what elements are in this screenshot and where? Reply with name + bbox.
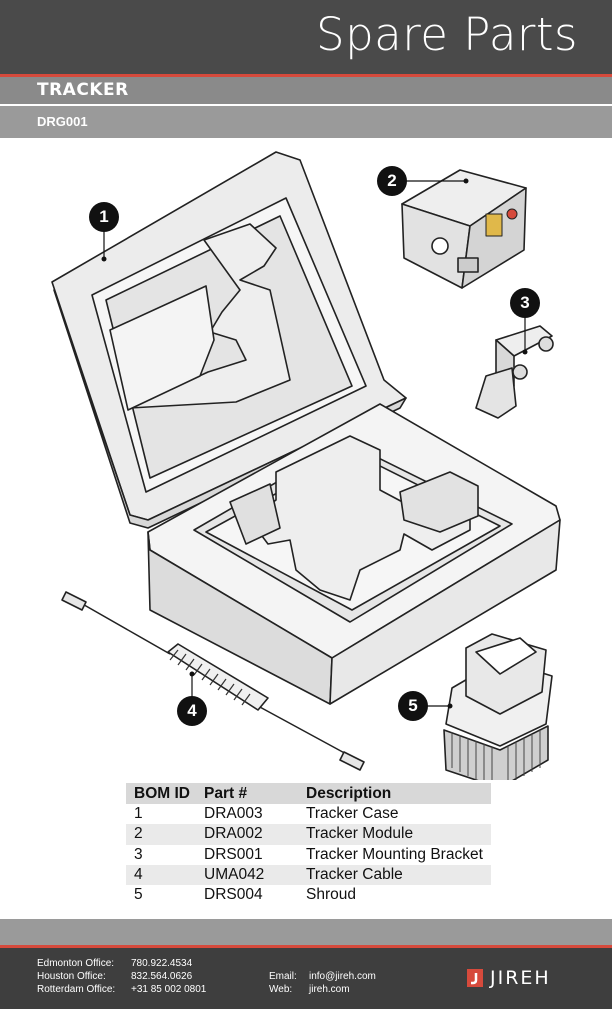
- bom-header-part: Part #: [196, 783, 298, 804]
- part-number-cell: UMA042: [196, 864, 298, 886]
- office-phone[interactable]: +31 85 002 0801: [131, 984, 207, 995]
- callout-4: 4: [177, 696, 207, 726]
- bom-header-description: Description: [298, 783, 491, 804]
- tracker-cable: [61, 591, 365, 771]
- bom-header-row: BOM ID Part # Description: [126, 783, 491, 804]
- jireh-logo: JIREH: [466, 967, 551, 989]
- table-row: 4 UMA042 Tracker Cable: [126, 864, 491, 886]
- footer-band: [0, 919, 612, 945]
- office-phone[interactable]: 780.922.4534: [131, 958, 193, 969]
- callout-1: 1: [89, 202, 119, 232]
- parts-drawing: [51, 151, 561, 780]
- product-name-band: TRACKER: [0, 77, 612, 104]
- office-houston: Houston Office: 832.564.0626: [37, 970, 192, 983]
- table-row: 1 DRA003 Tracker Case: [126, 804, 491, 824]
- office-edmonton: Edmonton Office: 780.922.4534: [37, 957, 192, 970]
- bom-id-cell: 3: [134, 845, 143, 863]
- accent-rule: [0, 74, 612, 77]
- bom-table: BOM ID Part # Description 1 DRA003 Track…: [126, 783, 491, 905]
- office-label: Houston Office:: [37, 971, 106, 982]
- table-row: 2 DRA002 Tracker Module: [126, 824, 491, 845]
- page-title: Spare Parts: [316, 8, 578, 61]
- description-cell: Tracker Cable: [298, 864, 491, 886]
- email-label: Email:: [269, 971, 297, 982]
- description-cell: Tracker Mounting Bracket: [306, 845, 483, 863]
- bom-id-cell: 5: [134, 886, 143, 904]
- description-cell: Shroud: [306, 886, 356, 904]
- office-phone[interactable]: 832.564.0626: [131, 971, 193, 982]
- callout-3: 3: [510, 288, 540, 318]
- part-number-cell: DRS004: [204, 886, 263, 904]
- table-row: 5 DRS004 Shroud: [126, 885, 491, 905]
- footer: Edmonton Office: 780.922.4534 Houston Off…: [0, 948, 612, 1009]
- part-number-cell: DRA002: [196, 824, 298, 845]
- email-row: Email: info@jireh.com: [269, 970, 376, 983]
- web-link[interactable]: jireh.com: [309, 984, 350, 995]
- header-bar: Spare Parts: [0, 0, 612, 74]
- description-cell: Tracker Module: [298, 824, 491, 845]
- footer-accent-rule: [0, 945, 612, 948]
- email-link[interactable]: info@jireh.com: [309, 971, 376, 982]
- bom-header-id: BOM ID: [126, 783, 196, 804]
- product-code: DRG001: [37, 114, 88, 129]
- bom-id-cell: 1: [134, 805, 143, 823]
- callout-2: 2: [377, 166, 407, 196]
- table-row: 3 DRS001 Tracker Mounting Bracket: [126, 845, 491, 865]
- office-label: Edmonton Office:: [37, 958, 115, 969]
- web-row: Web: jireh.com: [269, 983, 350, 996]
- tracker-module: [401, 169, 527, 289]
- office-label: Rotterdam Office:: [37, 984, 116, 995]
- office-rotterdam: Rotterdam Office: +31 85 002 0801: [37, 983, 206, 996]
- case-base: [147, 403, 561, 705]
- description-cell: Tracker Case: [306, 805, 399, 823]
- part-number-cell: DRS001: [204, 845, 263, 863]
- product-code-band: DRG001: [0, 106, 612, 138]
- web-label: Web:: [269, 984, 293, 995]
- shroud: [443, 633, 553, 780]
- mounting-bracket: [475, 325, 554, 419]
- bom-id-cell: 4: [126, 864, 196, 886]
- product-name: TRACKER: [37, 80, 129, 100]
- case-lid: [51, 151, 407, 529]
- jireh-logo-icon: [467, 969, 483, 987]
- callout-5: 5: [398, 691, 428, 721]
- part-number-cell: DRA003: [204, 805, 263, 823]
- bom-id-cell: 2: [126, 824, 196, 845]
- logo-text: JIREH: [490, 967, 551, 989]
